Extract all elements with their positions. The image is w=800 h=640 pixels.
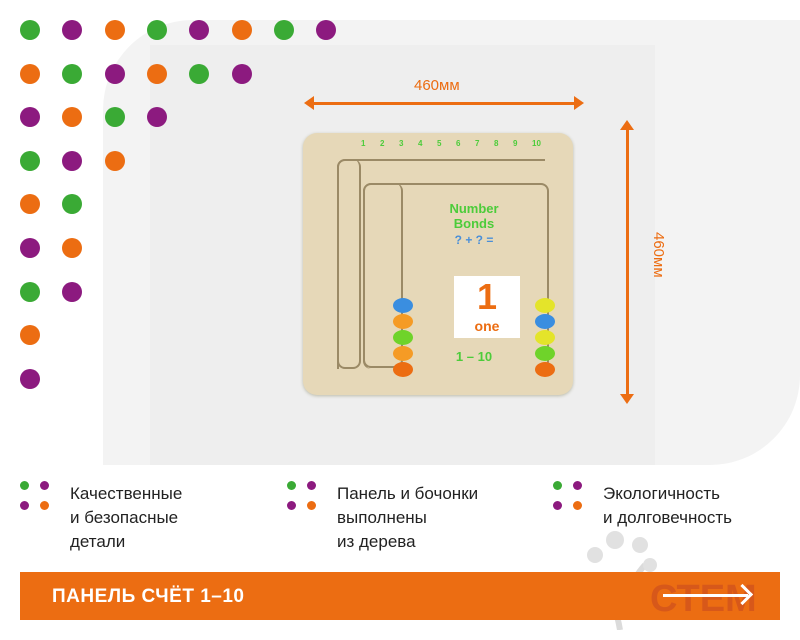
- decorative-dot: [231, 20, 252, 40]
- decorative-dot: [316, 20, 337, 40]
- decorative-dot: [62, 150, 83, 171]
- decorative-dot: [62, 281, 83, 302]
- board-range: 1 – 10: [455, 349, 493, 364]
- product-title: ПАНЕЛЬ СЧЁТ 1–10: [52, 586, 245, 607]
- board-equation: ? + ? =: [454, 233, 494, 247]
- decorative-dot: [62, 20, 83, 40]
- width-label: 460мм: [414, 77, 460, 94]
- decorative-dot: [20, 238, 40, 258]
- decorative-dot: [62, 107, 83, 128]
- decorative-dot: [20, 368, 40, 389]
- scale-number: 8: [494, 139, 499, 148]
- decorative-dot: [189, 20, 210, 40]
- decorative-dot: [104, 107, 125, 128]
- decorative-dot: [62, 238, 83, 258]
- arrow-right-icon[interactable]: [663, 594, 748, 597]
- scale-number: 5: [437, 139, 442, 148]
- decorative-dot: [20, 281, 40, 302]
- scale-number: 10: [532, 139, 541, 148]
- decorative-dot: [189, 63, 210, 84]
- decorative-dot: [104, 63, 125, 84]
- scale-number: 1: [361, 139, 366, 148]
- width-arrow: [304, 96, 584, 110]
- scale-number: 4: [418, 139, 423, 148]
- scale-number: 2: [380, 139, 385, 148]
- height-arrow: [620, 120, 634, 404]
- decorative-dot: [146, 20, 167, 40]
- decorative-dot: [20, 107, 40, 128]
- decorative-dot: [20, 150, 40, 171]
- decorative-dot: [20, 194, 40, 215]
- decorative-dot: [20, 325, 40, 346]
- decorative-dot: [62, 63, 83, 84]
- decorative-dot: [104, 150, 125, 171]
- decorative-dot: [146, 63, 167, 84]
- decorative-dot: [20, 63, 40, 84]
- decorative-dot: [20, 20, 40, 40]
- product-banner[interactable]: ПАНЕЛЬ СЧЁТ 1–10: [20, 572, 780, 620]
- scale-number: 6: [456, 139, 461, 148]
- scale-number: 3: [399, 139, 404, 148]
- scale-number: 7: [475, 139, 480, 148]
- decorative-dot: [62, 194, 83, 215]
- decorative-dot: [273, 20, 294, 40]
- height-label: 460мм: [650, 232, 667, 278]
- decorative-dot: [146, 107, 167, 128]
- scale-number: 9: [513, 139, 518, 148]
- decorative-dot: [104, 20, 125, 40]
- decorative-dot: [231, 63, 252, 84]
